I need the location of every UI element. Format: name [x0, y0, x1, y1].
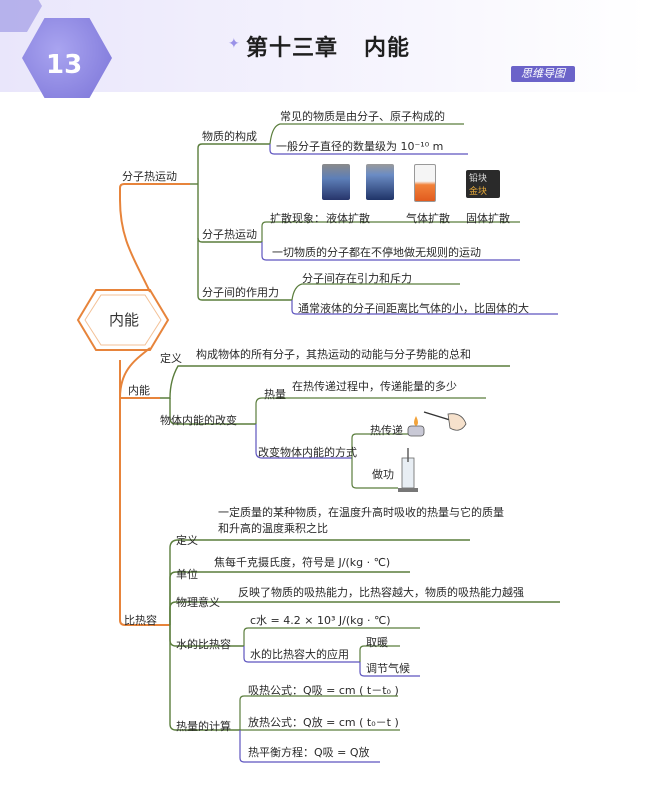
node-energy-change: 物体内能的改变: [160, 414, 237, 427]
diffusion-prefix: 扩散现象：: [270, 212, 325, 225]
solid-diffusion-image: 铅块 金块: [466, 170, 500, 198]
diffusion-type: 固体扩散: [466, 212, 510, 225]
force-item: 分子间存在引力和斥力: [302, 272, 412, 285]
formula: 放热公式：Q放 = cm ( t₀－t ): [248, 716, 399, 729]
definition-line: 一定质量的某种物质，在温度升高时吸收的热量与它的质量: [218, 506, 504, 519]
force-item: 通常液体的分子间距离比气体的小，比固体的大: [298, 302, 529, 315]
structure-item: 常见的物质是由分子、原子构成的: [280, 110, 445, 123]
water-value: c水 = 4.2 × 10³ J/(kg · ℃): [250, 614, 391, 627]
sparkle-icon: ✦: [228, 36, 240, 52]
heat-text: 在热传递过程中，传递能量的多少: [292, 380, 457, 393]
branch-specific-heat: 比热容: [124, 614, 157, 627]
node-physical-meaning: 物理意义: [176, 596, 220, 609]
formula: 吸热公式：Q吸 = cm ( t－t₀ ): [248, 684, 399, 697]
branch-internal-energy: 内能: [128, 384, 150, 397]
liquid-diffusion-image: [366, 164, 394, 200]
node-definition: 定义: [176, 534, 198, 547]
node-unit: 单位: [176, 568, 198, 581]
node-change-methods: 改变物体内能的方式: [258, 446, 357, 459]
node-matter-structure: 物质的构成: [202, 130, 257, 143]
mind-map-badge: 思维导图: [511, 66, 575, 82]
node-definition: 定义: [160, 352, 182, 365]
water-application: 水的比热容大的应用: [250, 648, 349, 661]
structure-item: 一般分子直径的数量级为 10⁻¹⁰ m: [276, 140, 444, 153]
root-node: 内能: [108, 311, 139, 329]
chapter-badge: [22, 18, 112, 98]
water-use: 调节气候: [366, 662, 410, 675]
meaning-text: 反映了物质的吸热能力，比热容越大，物质的吸热能力越强: [238, 586, 524, 599]
work-apparatus-illustration: [398, 448, 418, 492]
branch-molecular-motion: 分子热运动: [122, 170, 177, 183]
motion-item: 一切物质的分子都在不停地做无规则的运动: [272, 246, 481, 259]
heat-transfer-illustration: [407, 411, 467, 437]
diffusion-type: 液体扩散: [326, 212, 370, 225]
node-heat-calculation: 热量的计算: [176, 720, 231, 733]
chapter-number: 13: [46, 50, 83, 80]
diffusion-type: 气体扩散: [406, 212, 450, 225]
definition-line: 和升高的温度乘积之比: [218, 522, 328, 535]
node-heat: 热量: [264, 388, 286, 401]
method-heat-transfer: 热传递: [370, 424, 403, 437]
node-water: 水的比热容: [176, 638, 231, 651]
definition-text: 构成物体的所有分子，其热运动的动能与分子势能的总和: [196, 348, 471, 361]
gas-diffusion-image: [414, 164, 436, 202]
method-work: 做功: [372, 468, 394, 481]
block-label: 铅块: [469, 174, 488, 184]
block-label: 金块: [469, 187, 488, 197]
node-molecular-motion: 分子热运动: [202, 228, 257, 241]
water-use: 取暖: [366, 636, 388, 649]
unit-text: 焦每千克摄氏度，符号是 J/(kg · ℃): [214, 556, 391, 569]
liquid-diffusion-image: [322, 164, 350, 200]
page-title: 第十三章 内能: [246, 36, 410, 61]
formula: 热平衡方程：Q吸 = Q放: [248, 746, 370, 759]
node-intermolecular-force: 分子间的作用力: [202, 286, 279, 299]
